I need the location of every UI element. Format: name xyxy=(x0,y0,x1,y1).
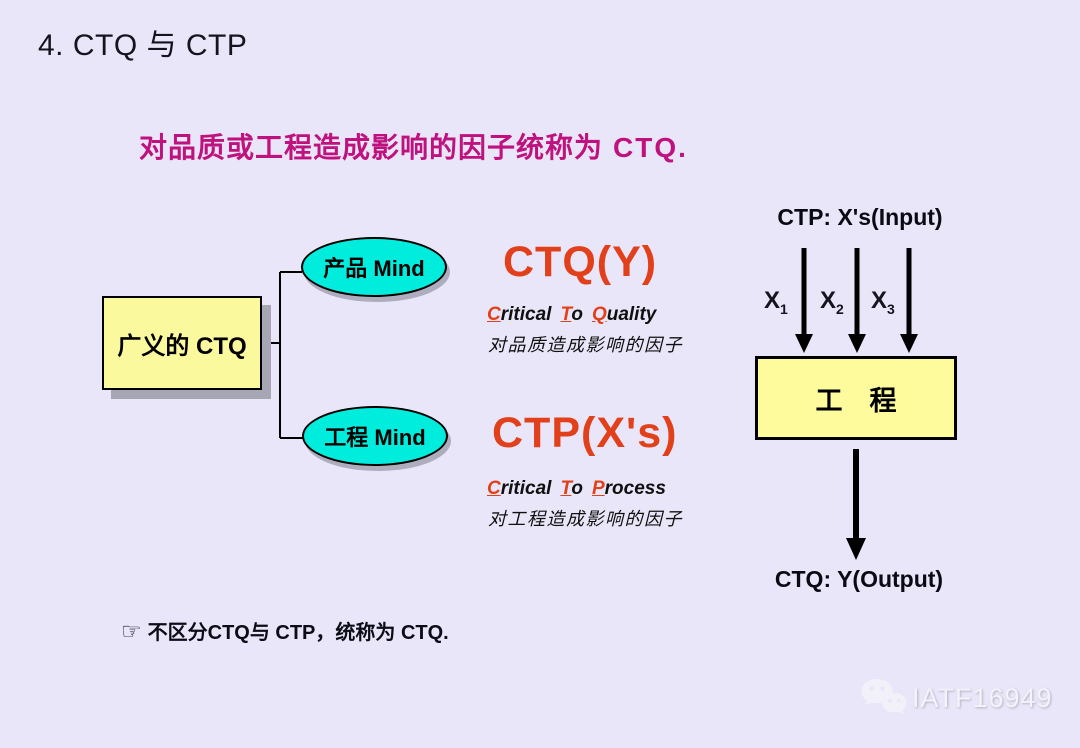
footnote: ☞不区分CTQ与 CTP，统称为 CTQ. xyxy=(121,616,449,645)
watermark: IATF16949 xyxy=(860,678,1053,718)
input-x1-label: X1 xyxy=(764,287,788,317)
ctp-heading: CTP(X's) xyxy=(492,409,678,457)
statement: 对品质或工程造成影响的因子统称为 CTQ. xyxy=(139,126,688,166)
branch-top-label: 产品 Mind xyxy=(323,256,425,281)
branch-bottom-label: 工程 Mind xyxy=(324,425,426,450)
root-box-broad-ctq: 广义的 CTQ xyxy=(102,296,262,390)
ctq-heading: CTQ(Y) xyxy=(503,238,658,286)
ctp-word-to: To xyxy=(560,478,583,499)
process-box: 工 程 xyxy=(755,356,957,440)
ctq-word-quality: Quality xyxy=(591,304,657,325)
output-arrow xyxy=(846,449,866,560)
input-arrow-2 xyxy=(848,248,866,353)
input-arrow-3 xyxy=(900,248,918,353)
ctp-description: 对工程造成影响的因子 xyxy=(488,509,683,529)
ctp-word-process: Process xyxy=(591,478,666,499)
ctp-acronym: Critical To Process xyxy=(487,478,675,500)
ctp-word-critical: Critical xyxy=(487,478,552,499)
process-box-label: 工 程 xyxy=(815,385,897,416)
branch-ellipse-product-mind: 产品 Mind xyxy=(301,237,447,297)
flow-output-label: CTQ: Y(Output) xyxy=(774,566,944,592)
ctq-word-to: To xyxy=(560,304,583,325)
page-title: 4. CTQ 与 CTP xyxy=(38,29,248,62)
branch-ellipse-process-mind: 工程 Mind xyxy=(302,406,448,466)
ctq-acronym: Critical To Quality xyxy=(487,304,665,326)
footnote-text: 不区分CTQ与 CTP，统称为 CTQ. xyxy=(147,622,449,644)
input-x3-label: X3 xyxy=(871,287,895,317)
pointing-hand-icon: ☞ xyxy=(121,618,142,644)
statement-highlight: CTQ. xyxy=(613,132,688,163)
flow-input-label: CTP: X's(Input) xyxy=(777,204,943,230)
tree-bracket-connector xyxy=(262,271,304,439)
root-box-label: 广义的 CTQ xyxy=(117,332,247,360)
wechat-icon xyxy=(861,679,907,715)
statement-text: 对品质或工程造成影响的因子统称为 xyxy=(139,132,604,163)
ctq-word-critical: Critical xyxy=(487,304,552,325)
input-x2-label: X2 xyxy=(820,287,844,317)
input-arrow-1 xyxy=(795,248,813,353)
ctq-description: 对品质造成影响的因子 xyxy=(488,335,683,355)
watermark-text: IATF16949 xyxy=(912,682,1053,713)
